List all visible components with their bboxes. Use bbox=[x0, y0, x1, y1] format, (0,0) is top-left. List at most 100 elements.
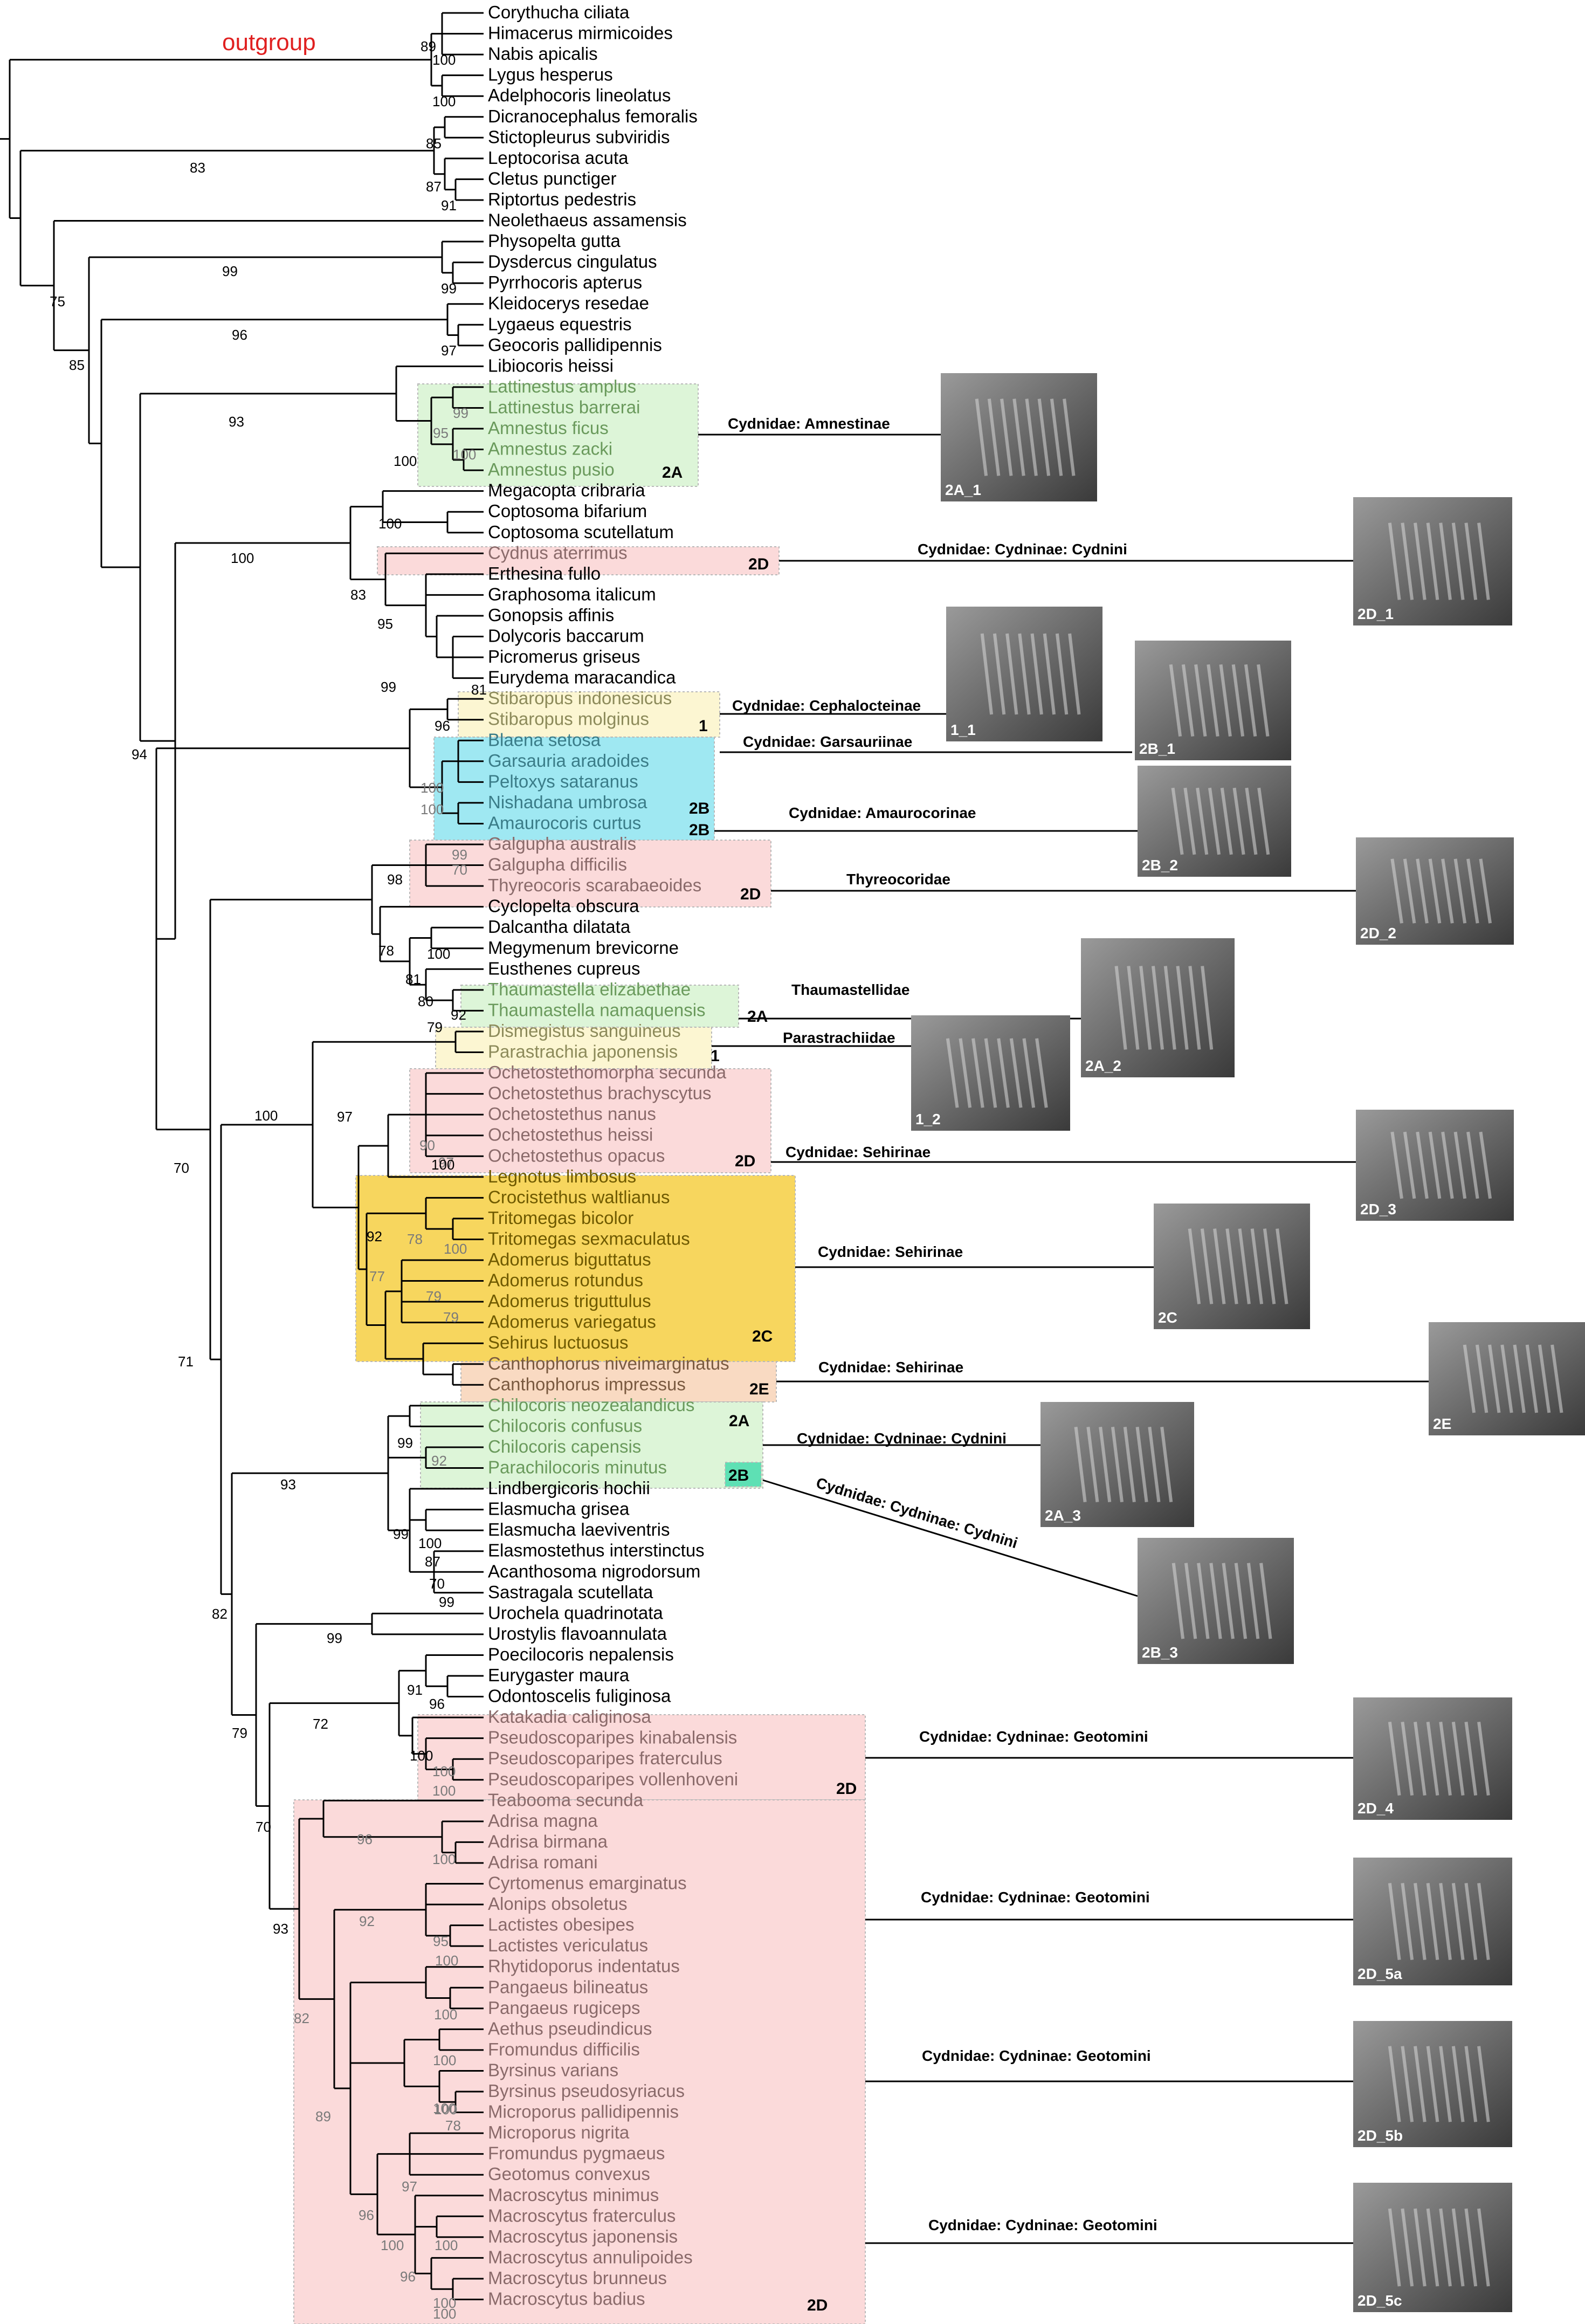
sem-texture bbox=[1127, 966, 1140, 1050]
sem-texture bbox=[1477, 1722, 1490, 1796]
clade-highlight-box bbox=[725, 1462, 762, 1487]
taxon-label: Corythucha ciliata bbox=[488, 2, 630, 22]
support-value: 92 bbox=[431, 1453, 447, 1469]
support-value: 100 bbox=[433, 2052, 456, 2068]
taxonomy-annotation: Thyreocoridae bbox=[846, 871, 950, 888]
sem-texture bbox=[1176, 966, 1189, 1050]
support-value: 89 bbox=[421, 38, 436, 54]
taxon-label: Odontoscelis fuliginosa bbox=[488, 1686, 671, 1706]
sem-texture bbox=[1030, 633, 1043, 715]
taxon-label: Adomerus triguttulus bbox=[488, 1291, 651, 1311]
sem-texture bbox=[1213, 1228, 1226, 1304]
support-value: 99 bbox=[452, 847, 467, 863]
sem-texture bbox=[959, 1038, 972, 1108]
sem-thumbnail: 2D_5a bbox=[1353, 1858, 1512, 1985]
sem-texture bbox=[1259, 1563, 1272, 1639]
support-value: 79 bbox=[443, 1309, 459, 1325]
taxon-label: Dismegistus sanguineus bbox=[488, 1021, 681, 1041]
sem-texture bbox=[1183, 787, 1196, 855]
outgroup-label: outgroup bbox=[222, 29, 316, 56]
sem-texture bbox=[1466, 858, 1479, 924]
support-value: 100 bbox=[427, 946, 450, 962]
sem-texture bbox=[1276, 1228, 1288, 1304]
sem-texture bbox=[946, 1038, 959, 1108]
sem-texture bbox=[984, 1038, 997, 1108]
taxon-label: Galgupha difficilis bbox=[488, 855, 627, 875]
sem-thumbnail: 2A_1 bbox=[941, 373, 1097, 501]
thumbnail-label: 2D_1 bbox=[1357, 606, 1394, 622]
sem-texture bbox=[1025, 398, 1038, 476]
support-value: 97 bbox=[441, 342, 457, 359]
taxon-label: Amnestus pusio bbox=[488, 459, 615, 479]
group-tag: 2D bbox=[735, 1152, 755, 1170]
taxon-label: Legnotus limbosus bbox=[488, 1166, 636, 1186]
support-value: 100 bbox=[435, 1952, 458, 1969]
taxonomy-annotation: Cydnidae: Amaurocorinae bbox=[789, 805, 976, 821]
sem-texture bbox=[1453, 1131, 1467, 1199]
sem-texture bbox=[1441, 1131, 1454, 1199]
taxon-label: Cletus punctiger bbox=[488, 168, 616, 188]
support-value: 96 bbox=[359, 2207, 374, 2223]
sem-texture bbox=[1194, 664, 1207, 737]
taxon-label: Nabis apicalis bbox=[488, 44, 598, 64]
taxon-label: Megacopta cribraria bbox=[488, 480, 645, 500]
thumbnail-label: 2A_2 bbox=[1085, 1057, 1121, 1074]
sem-texture bbox=[1219, 664, 1232, 737]
sem-texture bbox=[1538, 1344, 1551, 1413]
sem-texture bbox=[1466, 1131, 1479, 1199]
support-value: 85 bbox=[426, 135, 442, 152]
taxon-label: Adelphocoris lineolatus bbox=[488, 85, 671, 105]
sem-texture bbox=[1099, 1427, 1112, 1502]
taxon-label: Himacerus mirmicoides bbox=[488, 23, 673, 43]
support-value: 100 bbox=[421, 780, 444, 796]
support-value: 99 bbox=[381, 679, 396, 695]
taxon-label: Pyrrhocoris apterus bbox=[488, 272, 642, 292]
support-value: 99 bbox=[393, 1526, 409, 1542]
support-value: 100 bbox=[432, 52, 456, 68]
thumbnail-label: 2D_5b bbox=[1357, 2127, 1403, 2144]
taxon-label: Dolycoris baccarum bbox=[488, 626, 644, 646]
support-value: 99 bbox=[327, 1630, 342, 1646]
group-tag: 2B bbox=[689, 800, 709, 817]
taxon-label: Macroscytus brunneus bbox=[488, 2268, 667, 2288]
sem-texture bbox=[1171, 1563, 1185, 1639]
sem-texture bbox=[1475, 1344, 1488, 1413]
clade-highlight-box bbox=[355, 1175, 796, 1362]
sem-texture bbox=[1018, 633, 1031, 715]
clade-highlight-box bbox=[409, 840, 771, 907]
support-value: 87 bbox=[425, 1553, 440, 1570]
taxon-label: Lattinestus barrerai bbox=[488, 397, 640, 417]
sem-texture bbox=[1464, 1722, 1478, 1796]
sem-texture bbox=[1451, 522, 1465, 600]
support-value: 70 bbox=[452, 862, 467, 878]
support-value: 70 bbox=[174, 1160, 189, 1176]
taxon-label: Crocistethus waltlianus bbox=[488, 1187, 670, 1207]
taxon-label: Riptortus pedestris bbox=[488, 189, 636, 209]
taxon-label: Pangaeus bilineatus bbox=[488, 1977, 648, 1997]
support-value: 100 bbox=[254, 1108, 278, 1124]
taxon-label: Teabooma secunda bbox=[488, 1790, 644, 1810]
sem-texture bbox=[1388, 2208, 1401, 2287]
sem-thumbnail: 2D_3 bbox=[1356, 1110, 1514, 1221]
sem-texture bbox=[1426, 1883, 1439, 1960]
taxon-label: Lindbergicoris hochii bbox=[488, 1478, 650, 1498]
thumbnail-label: 1_2 bbox=[915, 1111, 941, 1127]
sem-texture bbox=[1416, 858, 1429, 924]
support-value: 97 bbox=[337, 1109, 353, 1125]
sem-texture bbox=[1401, 1722, 1414, 1796]
support-value: 100 bbox=[432, 1763, 456, 1779]
sem-thumbnail: 2D_2 bbox=[1356, 837, 1514, 945]
clade-highlight-box bbox=[435, 1027, 712, 1069]
taxon-label: Aethus pseudindicus bbox=[488, 2018, 652, 2038]
support-value: 100 bbox=[432, 93, 456, 109]
group-tag: 2D bbox=[836, 1780, 857, 1798]
taxon-label: Adomerus rotundus bbox=[488, 1270, 643, 1290]
support-value: 100 bbox=[444, 1241, 467, 1257]
sem-texture bbox=[1139, 966, 1152, 1050]
thumbnail-label: 2B_1 bbox=[1139, 740, 1175, 757]
sem-thumbnail: 2D_5c bbox=[1353, 2183, 1512, 2312]
sem-texture bbox=[1135, 1427, 1148, 1502]
taxon-label: Macroscytus annulipoides bbox=[488, 2247, 693, 2267]
taxon-label: Cydnus aterrimus bbox=[488, 542, 628, 562]
support-value: 95 bbox=[377, 616, 393, 632]
